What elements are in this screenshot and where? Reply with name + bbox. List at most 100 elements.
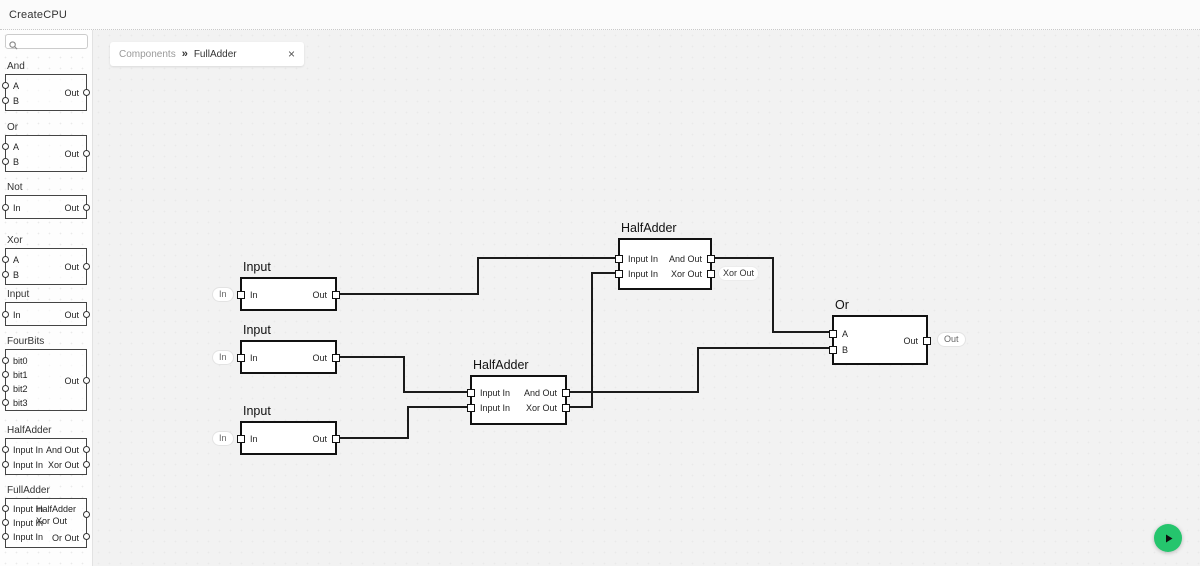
palette-item-fourbits[interactable]: bit0 bit1 bit2 bit3 Out xyxy=(2,349,90,411)
port-label: Input In xyxy=(628,269,659,279)
port-out[interactable] xyxy=(562,404,570,412)
port-dot xyxy=(2,158,9,165)
port-dot xyxy=(83,461,90,468)
palette-item-halfadder[interactable]: Input In Input In And Out Xor Out xyxy=(2,438,90,475)
port-out[interactable] xyxy=(562,389,570,397)
node-halfadder-top[interactable]: HalfAdder Input In Input In And Out Xor … xyxy=(615,221,715,290)
port-label: In xyxy=(13,310,21,320)
wire-input-top-to-halfadder-top[interactable] xyxy=(337,257,618,295)
port-label: Input In xyxy=(480,388,511,398)
circuit-input-pill: In xyxy=(212,350,234,365)
wire-halfadder-top-and-to-or-a[interactable] xyxy=(712,257,832,333)
port-in[interactable] xyxy=(615,270,623,278)
node-input-mid[interactable]: Input In Out xyxy=(237,323,340,374)
node-halfadder-mid[interactable]: HalfAdder Input In Input In And Out Xor … xyxy=(467,358,570,425)
port-label: And Out xyxy=(45,445,79,455)
port-label: bit2 xyxy=(13,384,28,394)
port-dot xyxy=(83,89,90,96)
port-in[interactable] xyxy=(467,389,475,397)
port-dot xyxy=(2,97,9,104)
palette-label-fulladder: FullAdder xyxy=(7,485,50,496)
port-label: Out xyxy=(312,434,327,444)
port-dot xyxy=(2,371,9,378)
port-dot xyxy=(2,204,9,211)
palette-label-halfadder: HalfAdder xyxy=(7,425,52,436)
node-title: Input xyxy=(243,323,271,337)
port-out[interactable] xyxy=(332,291,340,299)
node-title: Input xyxy=(243,260,271,274)
port-dot xyxy=(2,399,9,406)
port-label: Out xyxy=(64,310,79,320)
port-label: Out xyxy=(312,353,327,363)
port-dot xyxy=(2,505,9,512)
port-dot xyxy=(2,385,9,392)
port-in[interactable] xyxy=(237,291,245,299)
search-input[interactable] xyxy=(18,36,78,47)
port-dot xyxy=(83,377,90,384)
port-dot xyxy=(2,519,9,526)
close-icon[interactable]: × xyxy=(287,47,295,61)
node-input-top[interactable]: Input In Out xyxy=(237,260,340,311)
circuit-input-pill: In xyxy=(212,287,234,302)
wire-halfadder-mid-xor-to-halfadder-top[interactable] xyxy=(567,272,618,408)
port-label: Out xyxy=(64,149,79,159)
breadcrumb-root[interactable]: Components xyxy=(119,48,176,60)
port-label: Out xyxy=(903,336,918,346)
port-label: Out xyxy=(64,88,79,98)
wire-halfadder-mid-and-to-or-b[interactable] xyxy=(567,347,832,393)
port-dot xyxy=(2,143,9,150)
port-label: bit1 xyxy=(13,370,28,380)
run-button[interactable] xyxy=(1154,524,1182,552)
wire-input-mid-to-halfadder-mid[interactable] xyxy=(337,356,470,393)
port-dot xyxy=(83,311,90,318)
port-label: And Out xyxy=(668,254,702,264)
port-out[interactable] xyxy=(332,354,340,362)
port-label: In xyxy=(250,290,258,300)
port-in[interactable] xyxy=(467,404,475,412)
port-label: Xor Out xyxy=(47,460,79,470)
port-out[interactable] xyxy=(707,255,715,263)
port-in[interactable] xyxy=(237,435,245,443)
port-dot xyxy=(83,511,90,518)
port-out[interactable] xyxy=(923,337,931,345)
port-label: A xyxy=(13,255,20,265)
port-label: Out xyxy=(64,203,79,213)
port-label: HalfAdder Xor Out xyxy=(36,504,77,526)
port-label: B xyxy=(13,157,20,167)
port-dot xyxy=(2,461,9,468)
tab-fulladder[interactable]: Components » FullAdder × xyxy=(110,42,304,66)
port-dot xyxy=(83,446,90,453)
port-label: Out xyxy=(312,290,327,300)
node-or[interactable]: Or A B Out xyxy=(829,298,931,365)
palette-item-fulladder[interactable]: Input In Input In Input In HalfAdder Xor… xyxy=(2,498,90,548)
port-label: Out xyxy=(64,376,79,386)
palette-item-or[interactable]: A B Out xyxy=(2,135,90,172)
search-icon xyxy=(9,37,18,50)
port-in[interactable] xyxy=(829,346,837,354)
node-title: HalfAdder xyxy=(473,358,529,372)
palette-item-input[interactable]: In Out xyxy=(2,302,90,326)
port-in[interactable] xyxy=(829,330,837,338)
port-label: B xyxy=(842,345,849,355)
port-out[interactable] xyxy=(707,270,715,278)
palette-item-xor[interactable]: A B Out xyxy=(2,248,90,285)
palette-item-and[interactable]: A B Out xyxy=(2,74,90,111)
port-dot xyxy=(83,533,90,540)
port-dot xyxy=(83,263,90,270)
port-label: Xor Out xyxy=(525,403,557,413)
wire-input-bot-to-halfadder-mid[interactable] xyxy=(337,406,470,439)
palette-label-and: And xyxy=(7,61,25,72)
circuit-output-pill: Xor Out xyxy=(718,266,760,281)
play-icon xyxy=(1165,534,1172,542)
port-out[interactable] xyxy=(332,435,340,443)
search-box[interactable] xyxy=(5,34,88,50)
node-input-bot[interactable]: Input In Out xyxy=(237,404,340,455)
port-in[interactable] xyxy=(615,255,623,263)
palette-item-not[interactable]: In Out xyxy=(2,195,90,219)
port-dot xyxy=(2,446,9,453)
port-in[interactable] xyxy=(237,354,245,362)
port-label: bit3 xyxy=(13,398,28,408)
port-label: In xyxy=(250,353,258,363)
